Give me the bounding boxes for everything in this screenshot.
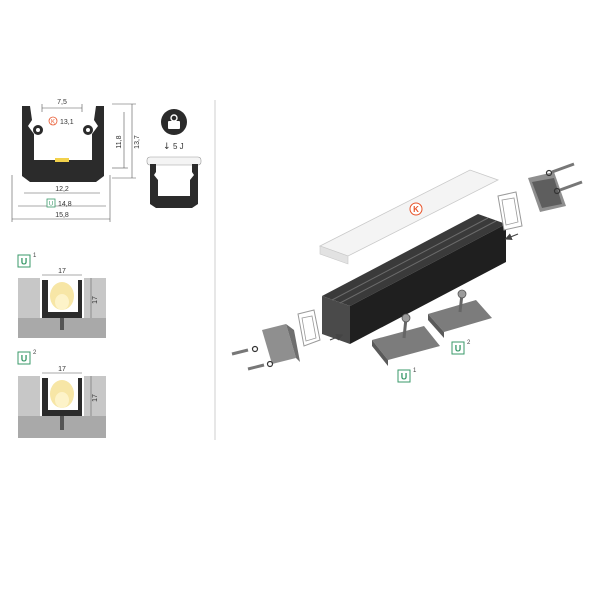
u1-badge-exploded: [397, 369, 411, 383]
dim-inner-height: 11,8: [116, 135, 123, 148]
mount2-depth: 17: [92, 394, 99, 402]
dim-top-opening: 7,5: [57, 99, 67, 106]
arrow-right-icon: [329, 333, 344, 341]
u1-badge-letter: U: [21, 257, 28, 267]
impact-value: 5 J: [173, 142, 184, 151]
u2-badge-letter: U: [21, 354, 28, 364]
u1-badge: [17, 254, 31, 268]
k-badge-cover: [409, 202, 423, 216]
mount1-width: 17: [58, 268, 66, 275]
mount-option-2: U 2 17 17: [17, 350, 106, 438]
gasket-left: [297, 309, 321, 347]
k-badge-cover-letter: K: [413, 205, 419, 214]
dim-overall-width: 15,8: [55, 212, 69, 219]
dim-outer-height: 13,7: [134, 135, 141, 149]
u-badge-letter: U: [49, 202, 53, 208]
arrow-left-icon: [504, 233, 519, 241]
u1-index: 1: [33, 253, 37, 259]
mounting-clip-2: [428, 300, 492, 332]
dim-k-width: 13,1: [60, 119, 74, 126]
mounting-clip-1: [372, 326, 440, 360]
end-cap-left: [262, 324, 296, 364]
k-badge-small: [48, 116, 58, 126]
k-badge-letter: K: [51, 120, 55, 126]
mount1-depth: 17: [92, 296, 99, 304]
mount-option-1: U 1 17 17: [17, 253, 106, 338]
arrow-down-icon: ↓: [163, 142, 171, 152]
u2-badge: [17, 351, 31, 365]
screw-icon: [545, 162, 583, 195]
u1-exploded-index: 1: [413, 368, 417, 374]
profile-cross-section: 7,5 K 13,1 11,8 13,7 12,2 U 14,8 15,8: [11, 99, 141, 222]
u2-index: 2: [33, 350, 37, 356]
mount2-width: 17: [58, 366, 66, 373]
dim-base-width: 12,2: [55, 186, 69, 193]
u-badge-small: [46, 198, 56, 208]
impact-rating: ↓ 5 J: [146, 109, 202, 208]
u1-exploded-letter: U: [401, 372, 408, 382]
exploded-assembly: K: [231, 162, 583, 383]
screw-icon: [231, 345, 274, 371]
gasket-right: [497, 191, 523, 231]
u2-exploded-index: 2: [467, 340, 471, 346]
u2-exploded-letter: U: [455, 344, 462, 354]
u2-badge-exploded: [451, 341, 465, 355]
dim-u-width: 14,8: [58, 201, 72, 208]
